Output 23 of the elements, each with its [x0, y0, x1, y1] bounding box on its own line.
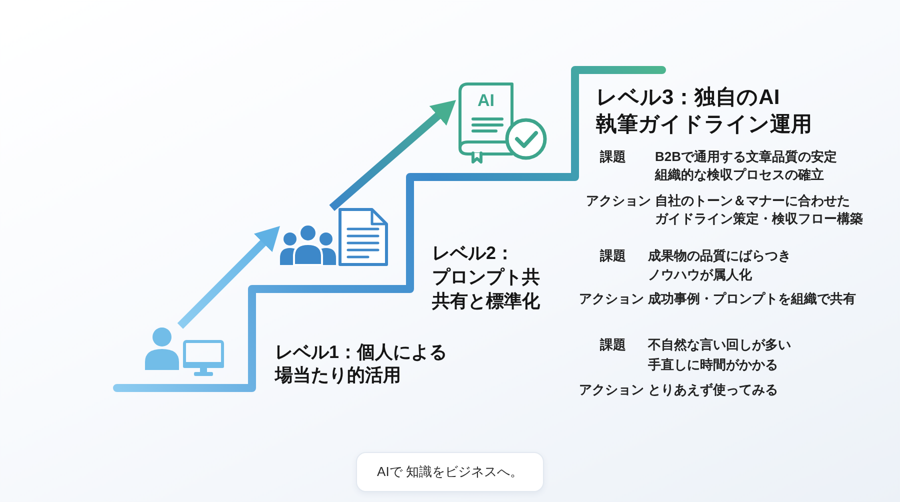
row-label: 課題 [600, 336, 626, 354]
level-title: レベル1：個人による場当たり的活用 [275, 340, 448, 386]
team-document-icon [280, 208, 388, 266]
issue-text: B2Bで通用する文章品質の安定 [655, 148, 838, 166]
level-title: レベル3：独自のAI執筆ガイドライン運用 [596, 84, 812, 138]
person-computer-icon [145, 326, 225, 376]
row-label: アクション [579, 290, 644, 308]
action-text: 自社のトーン＆マナーに合わせたガイドライン策定・検収フロー構築 [655, 192, 863, 228]
tagline-box: AIで 知識をビジネスへ。 [356, 452, 544, 492]
row-label: アクション [579, 381, 644, 399]
issue-text: ノウハウが属人化 [648, 266, 752, 284]
row-label: 課題 [600, 247, 626, 265]
action-text: とりあえず使ってみる [648, 381, 778, 399]
level-title: レベル2：プロンプト共共有と標準化 [432, 242, 540, 313]
book-check-icon: AI [456, 82, 548, 164]
arrow [177, 223, 283, 329]
issue-text: 不自然な言い回しが多い [648, 336, 791, 354]
issue-text: 成果物の品質にばらつき [648, 247, 791, 265]
issue-text: 手直しに時間がかかる [648, 356, 778, 374]
row-label: アクション [586, 192, 651, 210]
row-label: 課題 [600, 148, 626, 166]
issue-text: 組織的な検収プロセスの確立 [655, 166, 824, 184]
action-text: 成功事例・プロンプトを組織で共有 [648, 290, 856, 308]
